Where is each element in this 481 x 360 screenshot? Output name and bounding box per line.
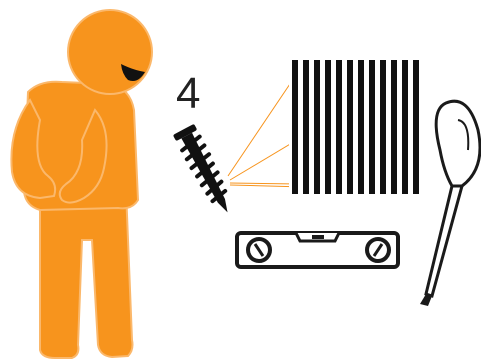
panel-slat <box>402 60 408 194</box>
panel-slat <box>347 60 353 194</box>
panel-slat <box>380 60 386 194</box>
panel-slat <box>358 60 364 194</box>
panel-slat <box>303 60 309 194</box>
panel-slat <box>391 60 397 194</box>
screw-icon <box>173 124 238 218</box>
panel-slat <box>292 60 298 194</box>
panel-slat <box>336 60 342 194</box>
panel-slat <box>413 60 419 194</box>
panel-slat <box>314 60 320 194</box>
spirit-level-icon <box>237 233 398 267</box>
screwdriver-icon <box>420 101 480 306</box>
person-figure-icon <box>11 10 152 358</box>
screw-quantity-label: 4 <box>176 70 210 118</box>
panel-slat <box>325 60 331 194</box>
slatted-panel-icon <box>289 60 423 194</box>
panel-slat <box>369 60 375 194</box>
